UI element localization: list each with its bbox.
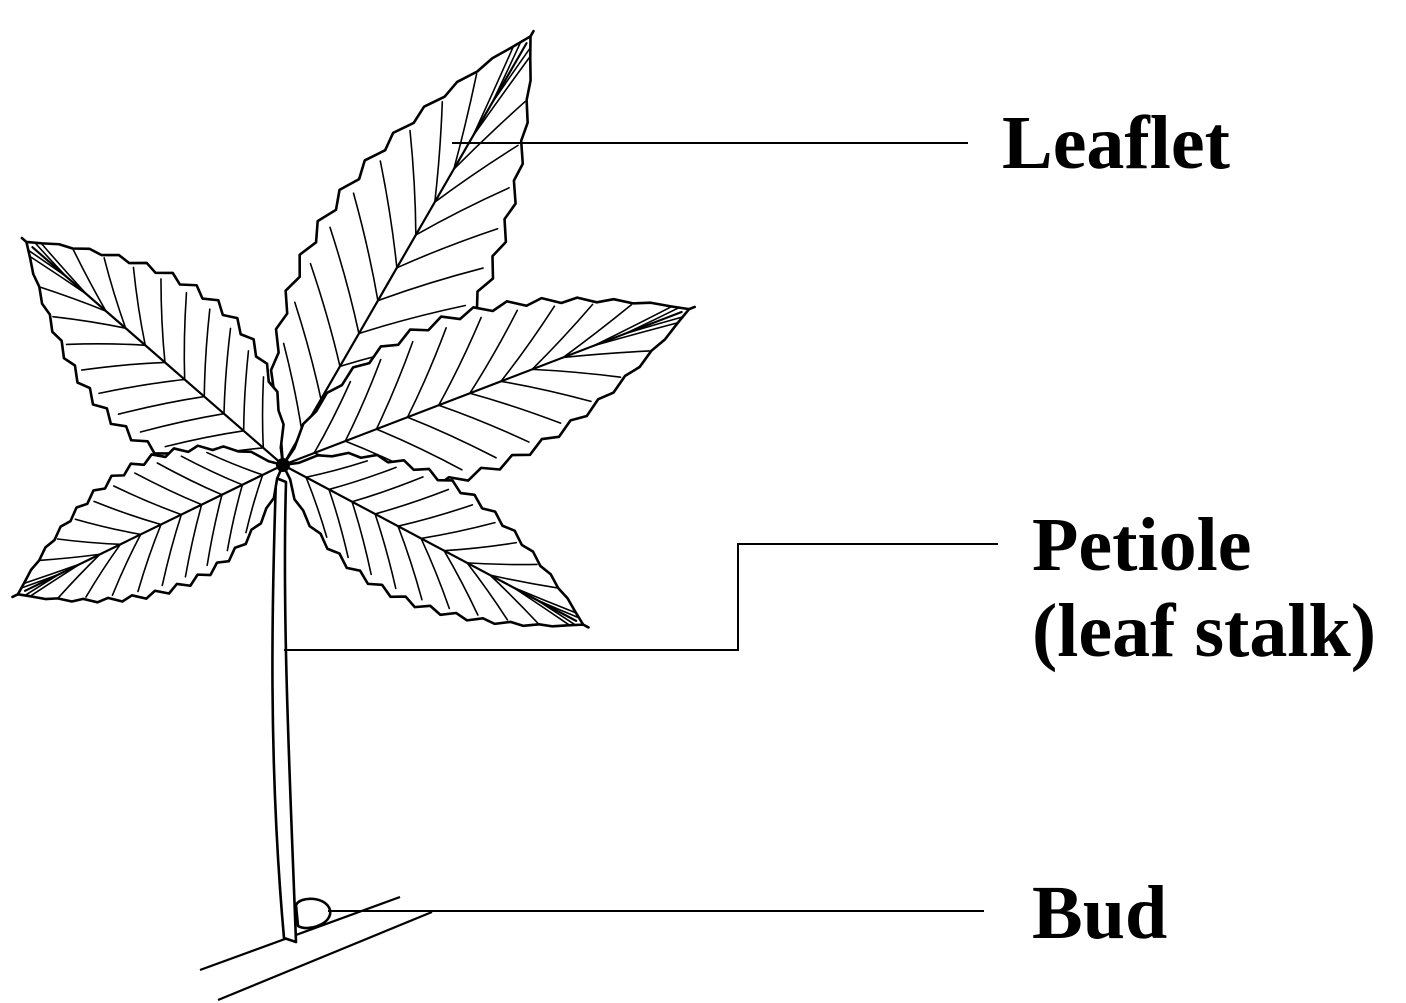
petiole-label-line2: (leaf stalk) [1032, 588, 1376, 674]
leaflets-group [0, 0, 724, 686]
petiole-label: Petiole (leaf stalk) [1032, 502, 1376, 674]
petiole-label-line1: Petiole [1032, 502, 1376, 588]
leaflet-attachment-point [276, 458, 290, 472]
leaflet-label: Leaflet [1002, 100, 1230, 186]
petiole-drawing [272, 478, 296, 942]
bud-label: Bud [1032, 870, 1167, 956]
